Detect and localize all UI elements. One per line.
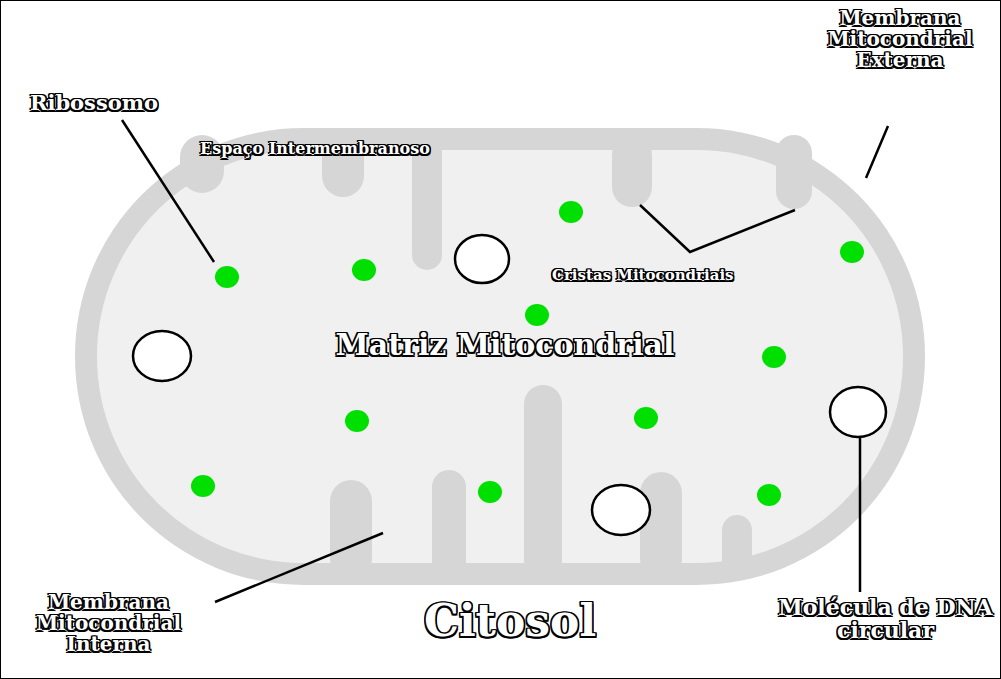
circular-dna bbox=[133, 235, 886, 535]
ribosome bbox=[559, 201, 583, 223]
crista bbox=[776, 135, 812, 209]
leader-line bbox=[215, 533, 383, 602]
ribosome bbox=[525, 304, 549, 326]
region-label: Citosol bbox=[395, 598, 625, 644]
ribosome bbox=[215, 266, 239, 288]
part-label: Molécula de DNA circular bbox=[778, 596, 993, 642]
leader-line bbox=[866, 126, 888, 178]
ribosome bbox=[345, 410, 369, 432]
region-label: Espaço Intermembranoso bbox=[200, 141, 545, 158]
ribosome bbox=[757, 484, 781, 506]
ribosome bbox=[352, 259, 376, 281]
part-label: Membrana Mitocondrial Interna bbox=[6, 592, 211, 655]
region-label: Matriz Mitocondrial bbox=[300, 329, 710, 361]
leader-line bbox=[859, 438, 862, 592]
cristae bbox=[180, 135, 812, 580]
part-label: Ribossomo bbox=[30, 92, 190, 114]
crista bbox=[432, 470, 466, 580]
leader-lines bbox=[122, 120, 888, 602]
mitochondrial-matrix bbox=[97, 150, 903, 563]
leader-line bbox=[640, 205, 795, 252]
crista bbox=[330, 480, 372, 580]
crista bbox=[640, 472, 682, 580]
crista bbox=[612, 135, 652, 207]
dna-circle bbox=[455, 235, 509, 283]
ribosome bbox=[840, 241, 864, 263]
crista bbox=[722, 515, 752, 580]
part-label: Cristas Mitocondriais bbox=[552, 268, 817, 284]
ribosomes bbox=[191, 201, 864, 506]
outer-membrane bbox=[75, 128, 925, 585]
dna-circle bbox=[592, 485, 650, 535]
ribosome bbox=[478, 481, 502, 503]
part-label: Membrana Mitocondrial Externa bbox=[810, 8, 990, 71]
dna-circle bbox=[830, 387, 886, 437]
dna-circle bbox=[133, 331, 191, 381]
ribosome bbox=[191, 475, 215, 497]
crista bbox=[524, 385, 562, 580]
ribosome bbox=[634, 407, 658, 429]
ribosome bbox=[762, 346, 786, 368]
